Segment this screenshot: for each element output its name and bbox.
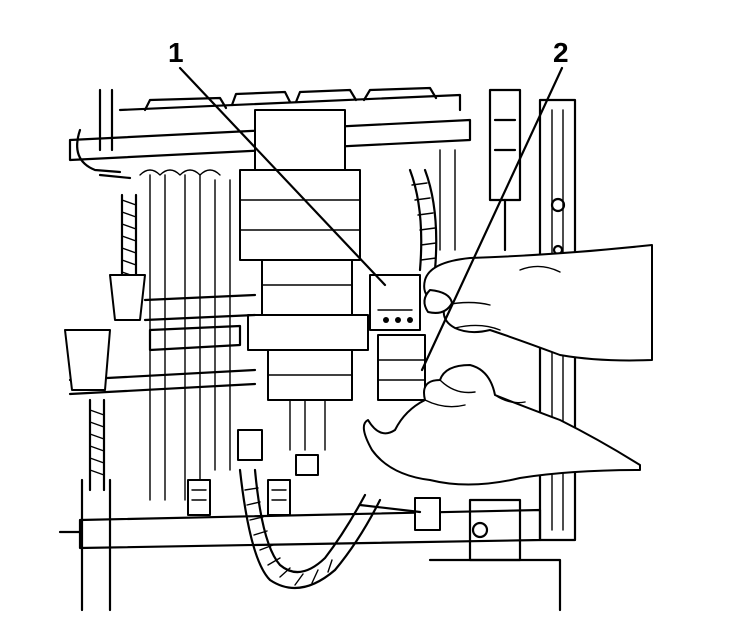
wiring-harness xyxy=(187,168,441,590)
center-module xyxy=(68,109,369,401)
callout-1-group: 1 xyxy=(168,37,387,287)
callout-1-leader xyxy=(178,66,387,287)
callout-2-leader xyxy=(420,66,564,372)
left-threaded-rods xyxy=(64,169,221,612)
lower-hand xyxy=(362,364,641,486)
upper-hand xyxy=(423,244,653,362)
callout-2-group: 2 xyxy=(420,37,569,372)
electrical-connector xyxy=(369,274,426,401)
callout-1-label: 1 xyxy=(168,37,184,68)
callout-2-label: 2 xyxy=(553,37,569,68)
